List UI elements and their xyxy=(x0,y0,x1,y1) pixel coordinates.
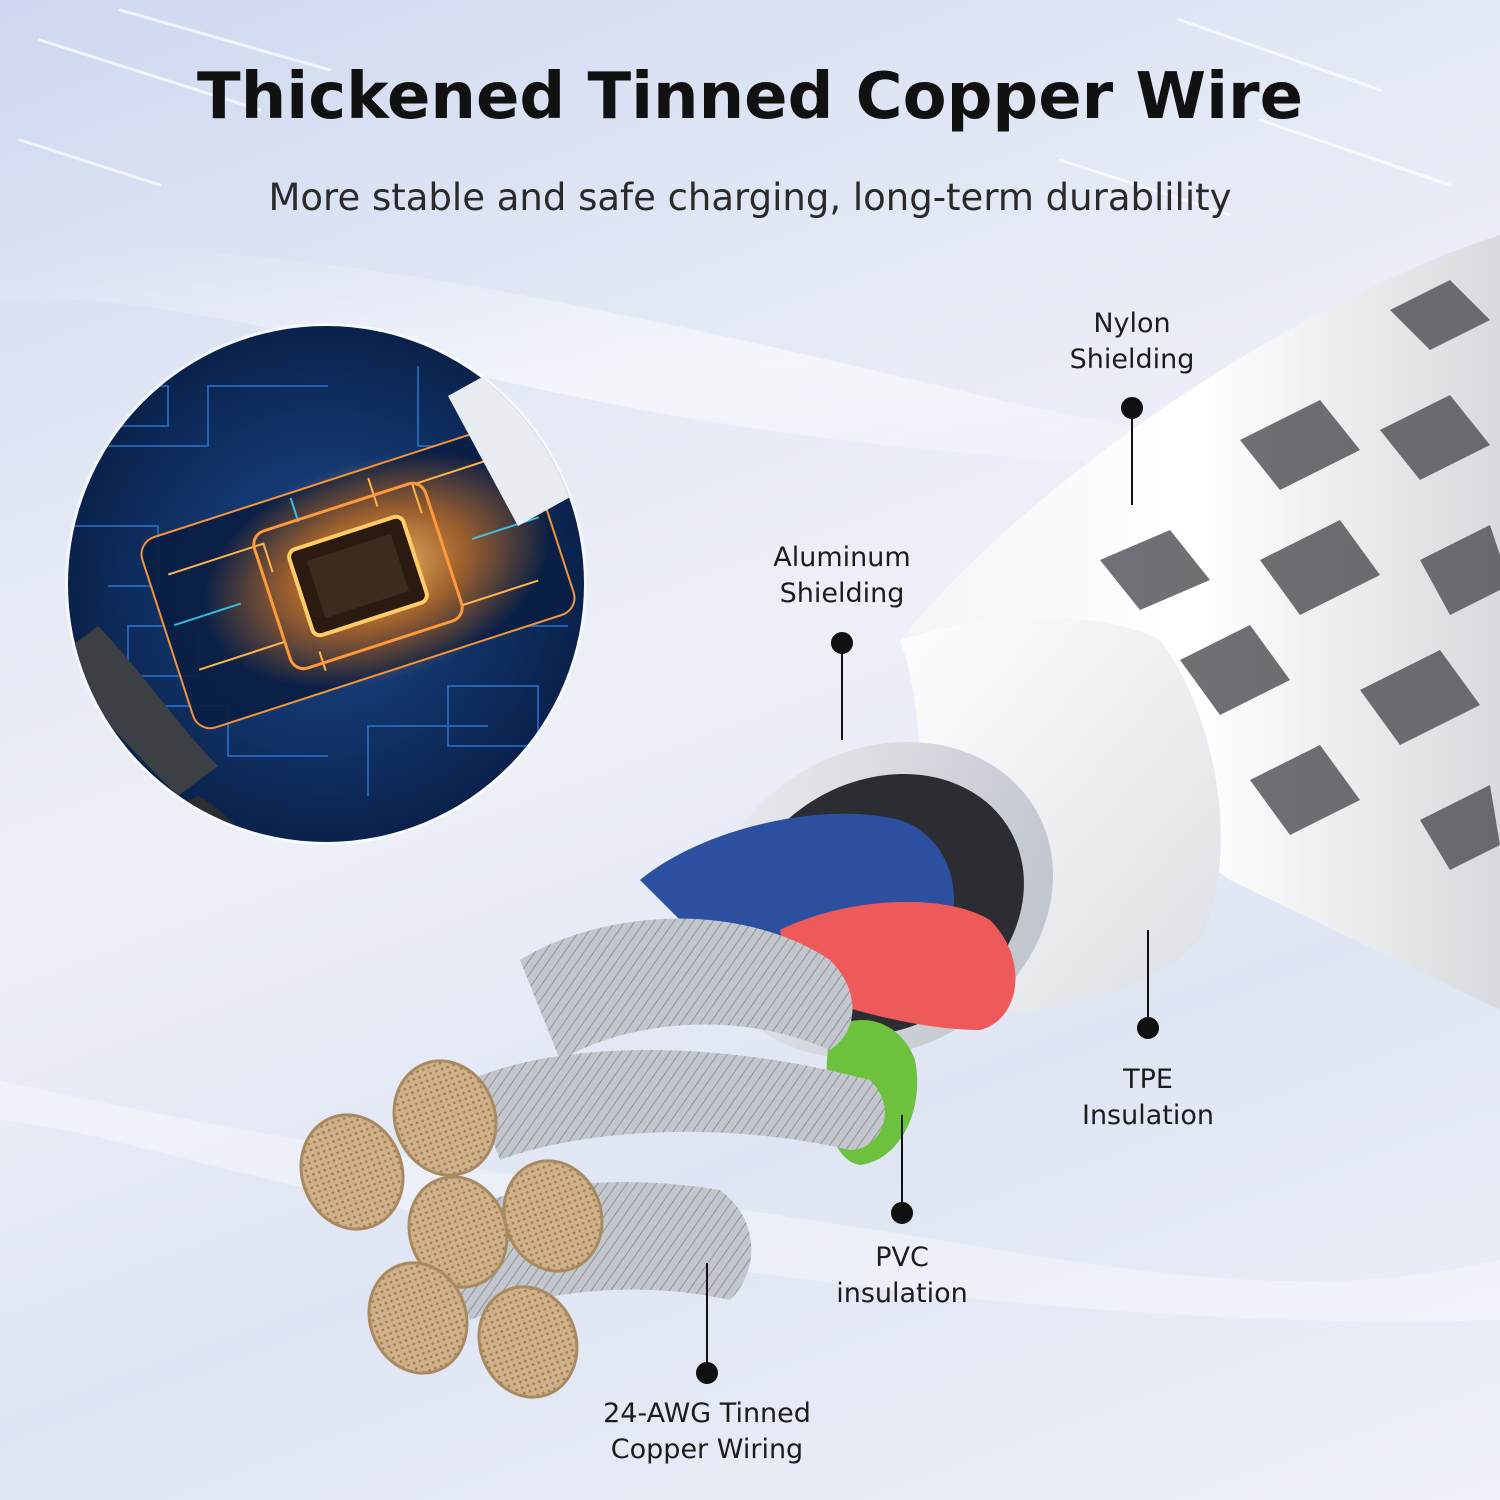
label-aluminum-line2: Shielding xyxy=(779,578,905,609)
label-nylon-line1: Nylon xyxy=(1093,308,1171,339)
circuit-board-illustration xyxy=(68,326,584,842)
nylon-pointer-dot xyxy=(1121,397,1143,419)
label-copper-line2: Copper Wiring xyxy=(610,1434,804,1465)
page-subtitle: More stable and safe charging, long-term… xyxy=(268,176,1232,219)
copper-pointer-dot xyxy=(696,1362,718,1384)
tpe-pointer-dot xyxy=(1137,1017,1159,1039)
circuit-board-inset xyxy=(68,326,584,842)
label-copper-line1: 24-AWG Tinned xyxy=(603,1398,811,1429)
nylon-braid xyxy=(900,235,1500,1010)
label-aluminum-shielding: Aluminum Shielding xyxy=(742,540,942,612)
label-aluminum-line1: Aluminum xyxy=(773,542,911,573)
pvc-pointer-dot xyxy=(891,1202,913,1224)
label-tpe-insulation: TPE Insulation xyxy=(1048,1062,1248,1134)
copper-cores xyxy=(299,1059,604,1399)
strand-bundle-mid xyxy=(470,1050,885,1160)
label-pvc-insulation: PVC insulation xyxy=(802,1240,1002,1312)
label-pvc-line2: insulation xyxy=(836,1278,968,1309)
label-nylon-line2: Shielding xyxy=(1069,344,1195,375)
label-pvc-line1: PVC xyxy=(875,1242,929,1273)
page-title: Thickened Tinned Copper Wire xyxy=(197,60,1303,134)
label-tpe-line1: TPE xyxy=(1123,1064,1173,1095)
aluminum-pointer-dot xyxy=(831,632,853,654)
label-tpe-line2: Insulation xyxy=(1081,1100,1215,1131)
label-copper-wiring: 24-AWG Tinned Copper Wiring xyxy=(567,1396,847,1468)
strand-bundle-top xyxy=(520,918,853,1060)
label-nylon-shielding: Nylon Shielding xyxy=(1032,306,1232,378)
